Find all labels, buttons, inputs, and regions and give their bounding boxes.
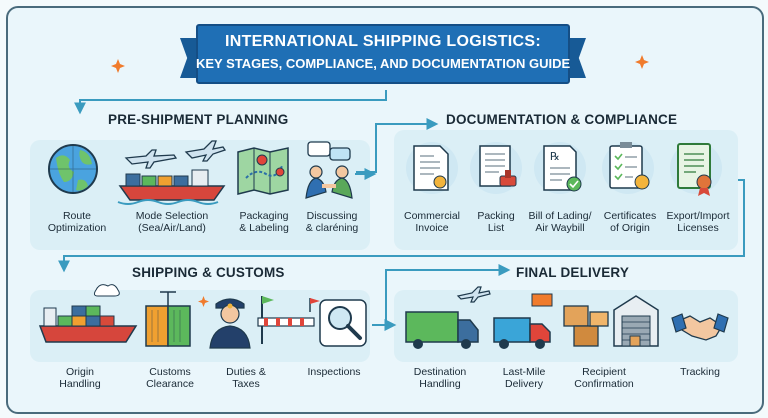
- container-ship-icon: [38, 284, 138, 343]
- delivery-van-icon: [493, 293, 553, 349]
- map-icon: [237, 147, 289, 195]
- connector-documentation-to-shipping: [58, 179, 745, 273]
- warehouse-icon: [613, 295, 659, 347]
- ship-plane-icon: [117, 140, 227, 205]
- invoice-icon: [406, 142, 458, 194]
- barrier-icon: [257, 296, 320, 344]
- section-title-documentation: DOCUMENTATION & COMPLIANCE: [446, 112, 678, 127]
- license-icon: [670, 142, 722, 196]
- handshake-icon: [671, 313, 729, 341]
- sparkle-decorations: [111, 55, 649, 307]
- label-discussing: Discussing& claréning: [305, 210, 359, 234]
- packing-list-icon: [470, 142, 522, 194]
- connector-banner-to-pre-shipment: [74, 90, 387, 115]
- officer-icon: [209, 298, 251, 349]
- banner-title: INTERNATIONAL SHIPPING LOGISTICS:: [225, 33, 541, 50]
- label-mode-selection: Mode Selection(Sea/Air/Land): [135, 210, 209, 234]
- ribbon-band: [196, 24, 570, 84]
- globe-icon: [48, 144, 98, 194]
- title-banner: INTERNATIONAL SHIPPING LOGISTICS: KEY ST…: [180, 24, 586, 90]
- bill-of-lading-icon: ℞: [534, 142, 586, 194]
- label-packaging: Packaging& Labeling: [239, 210, 289, 234]
- banner-subtitle: KEY STAGES, COMPLIANCE, AND DOCUMENTATIO…: [196, 56, 571, 71]
- section-title-pre-shipment: PRE-SHIPMENT PLANNING: [108, 112, 289, 127]
- magnifier-icon: [319, 299, 367, 347]
- label-inspections: Inspections: [307, 366, 361, 378]
- label-tracking: Tracking: [680, 366, 720, 378]
- certificate-icon: [602, 142, 654, 194]
- label-bill-of-lading: Bill of Lading/Air Waybill: [528, 210, 592, 234]
- svg-text:℞: ℞: [550, 150, 560, 163]
- handshake-people-icon: [305, 141, 353, 199]
- label-duties-taxes: Duties &Taxes: [226, 366, 266, 390]
- section-title-final-delivery: FINAL DELIVERY: [516, 265, 630, 280]
- truck-icon: [405, 286, 491, 349]
- boxes-icon: [563, 305, 609, 347]
- section-title-shipping-customs: SHIPPING & CUSTOMS: [132, 265, 285, 280]
- flow-connectors: [58, 90, 745, 326]
- containers-icon: [145, 291, 191, 347]
